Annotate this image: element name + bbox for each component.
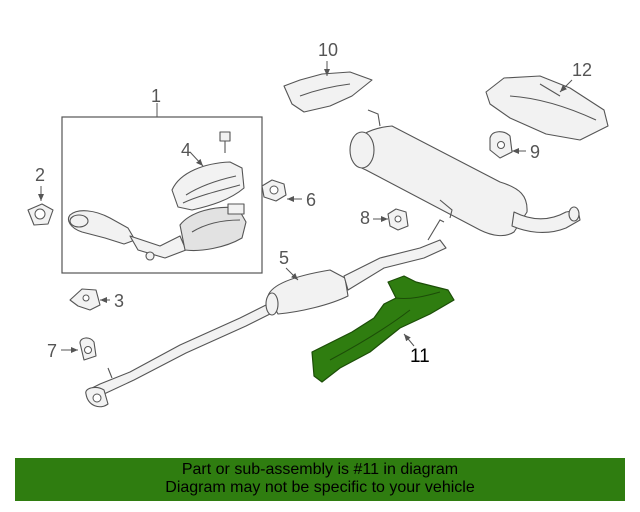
svg-text:11: 11 <box>410 346 430 367</box>
banner-line-1: Part or sub-assembly is #11 in diagram <box>181 461 459 478</box>
hanger-part-8 <box>387 208 409 231</box>
svg-text:9: 9 <box>530 142 540 162</box>
svg-text:7: 7 <box>47 341 57 361</box>
svg-text:10: 10 <box>318 40 338 60</box>
svg-text:5: 5 <box>279 248 289 268</box>
heat-shield-part-4 <box>171 161 245 211</box>
banner-line-2: Diagram may not be specific to your vehi… <box>165 479 475 496</box>
callout-9: 9 <box>512 142 540 162</box>
callout-10: 10 <box>318 40 338 76</box>
heat-shield-part-10 <box>283 71 373 113</box>
hanger-part-9 <box>489 131 513 159</box>
svg-text:1: 1 <box>151 86 161 106</box>
center-pipe-part-5 <box>85 219 447 408</box>
callout-12: 12 <box>559 60 592 93</box>
gasket-part-6 <box>261 179 287 202</box>
callout-11: 11 <box>403 333 430 367</box>
svg-text:3: 3 <box>114 291 124 311</box>
catalytic-converter-part-1 <box>67 203 247 261</box>
callout-1: 1 <box>61 86 263 274</box>
gasket-part-2 <box>27 203 54 226</box>
callout-6: 6 <box>287 190 316 210</box>
hanger-part-7 <box>79 337 97 361</box>
svg-text:2: 2 <box>35 165 45 185</box>
svg-text:8: 8 <box>360 208 370 228</box>
callout-5: 5 <box>279 248 299 281</box>
callout-2: 2 <box>35 165 45 201</box>
callout-8: 8 <box>360 208 388 228</box>
muffler-assembly <box>349 109 581 237</box>
exhaust-parts-diagram: 1 4 2 6 <box>27 40 609 408</box>
heat-shield-part-11-highlighted <box>311 275 455 383</box>
svg-text:12: 12 <box>572 60 592 80</box>
svg-text:6: 6 <box>306 190 316 210</box>
bolt-icon <box>219 131 231 153</box>
callout-7: 7 <box>47 341 78 361</box>
heat-shield-part-12 <box>485 75 609 141</box>
bracket-part-3 <box>69 288 101 311</box>
part-info-banner: Part or sub-assembly is #11 in diagram D… <box>15 458 625 501</box>
svg-text:4: 4 <box>181 140 191 160</box>
callout-4: 4 <box>181 140 204 167</box>
callout-3: 3 <box>100 291 124 311</box>
